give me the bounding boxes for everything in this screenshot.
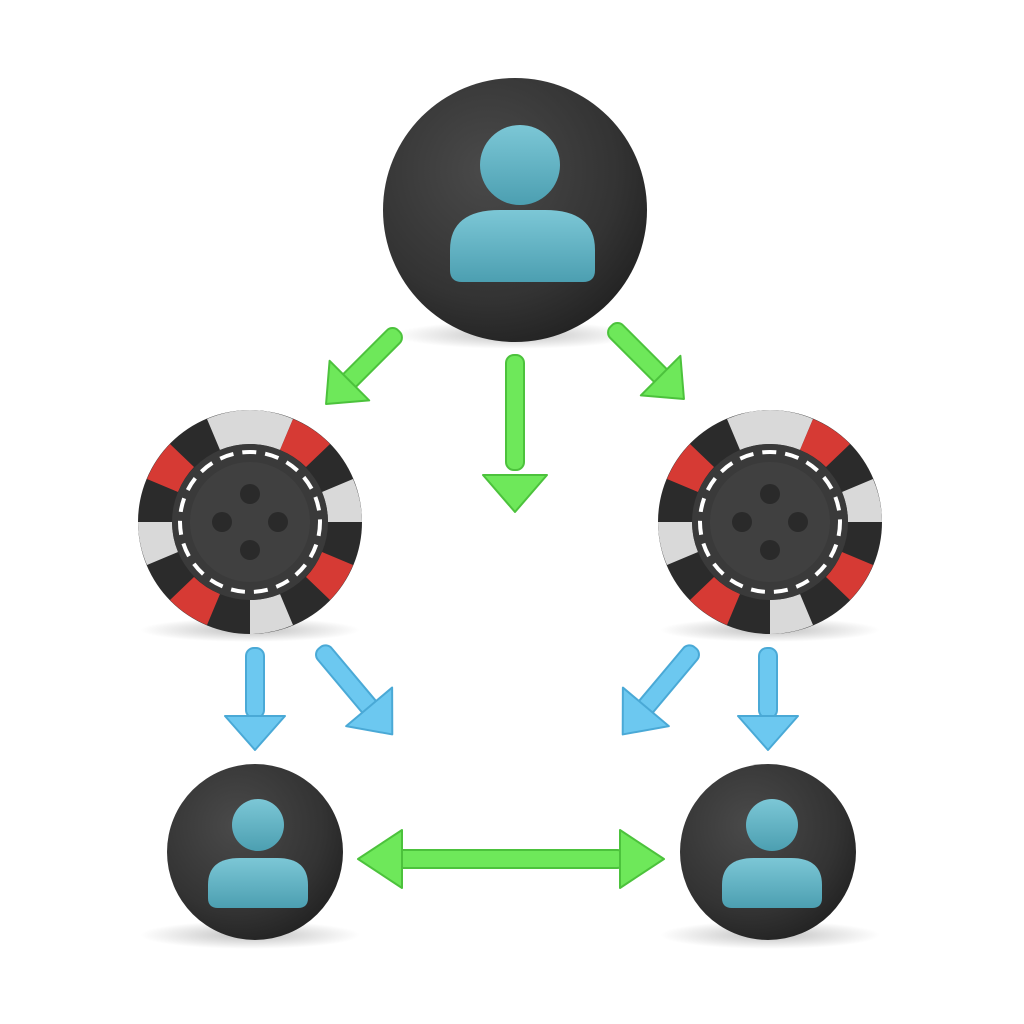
arrow-top-to-center: [482, 354, 548, 513]
top-user-node: [383, 78, 647, 342]
user-icon: [208, 799, 308, 908]
arrow-right-chip-to-bottom-right-user: [737, 647, 799, 751]
right-chip-node: [658, 410, 882, 634]
chip-holes: [212, 484, 288, 560]
arrow-left-chip-to-bottom-left-user: [224, 647, 286, 751]
user-icon: [722, 799, 822, 908]
left-chip-node: [138, 410, 362, 634]
chip-edge-segments: [138, 410, 362, 634]
arrow-bottom-users-bidirectional: [357, 829, 665, 889]
blue-arrows: [224, 644, 799, 751]
arrow-top-to-right-chip: [607, 322, 685, 400]
green-arrows-top: [325, 322, 685, 513]
arrow-right-chip-to-center: [621, 644, 700, 736]
bottom-left-user-node: [167, 764, 343, 940]
chip-edge-segments: [658, 410, 882, 634]
arrow-top-to-left-chip: [325, 327, 403, 405]
user-icon: [450, 125, 595, 282]
chip-holes: [732, 484, 808, 560]
bottom-right-user-node: [680, 764, 856, 940]
arrow-left-chip-to-center: [315, 644, 394, 736]
